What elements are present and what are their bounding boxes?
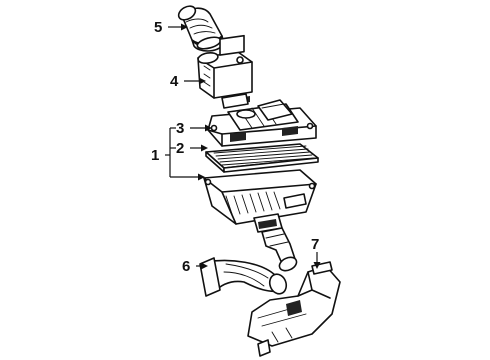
callout-2: 2 (176, 140, 184, 157)
callout-5: 5 (154, 19, 162, 36)
part-3-upper-case (207, 99, 317, 147)
callout-6: 6 (182, 258, 190, 275)
callout-1: 1 (151, 147, 159, 164)
callout-7: 7 (311, 236, 319, 253)
part-7-resonator (247, 261, 341, 357)
leader-lines (165, 23, 321, 270)
callout-4: 4 (170, 73, 179, 90)
part-1-lower-case (203, 169, 317, 233)
part-4-air-flow-meter (197, 34, 253, 109)
callout-3: 3 (176, 120, 184, 137)
part-6-intake-duct (199, 257, 288, 297)
part-5-intake-hose (177, 5, 225, 52)
connecting-duct (261, 227, 298, 272)
part-2-filter-element (205, 143, 319, 173)
